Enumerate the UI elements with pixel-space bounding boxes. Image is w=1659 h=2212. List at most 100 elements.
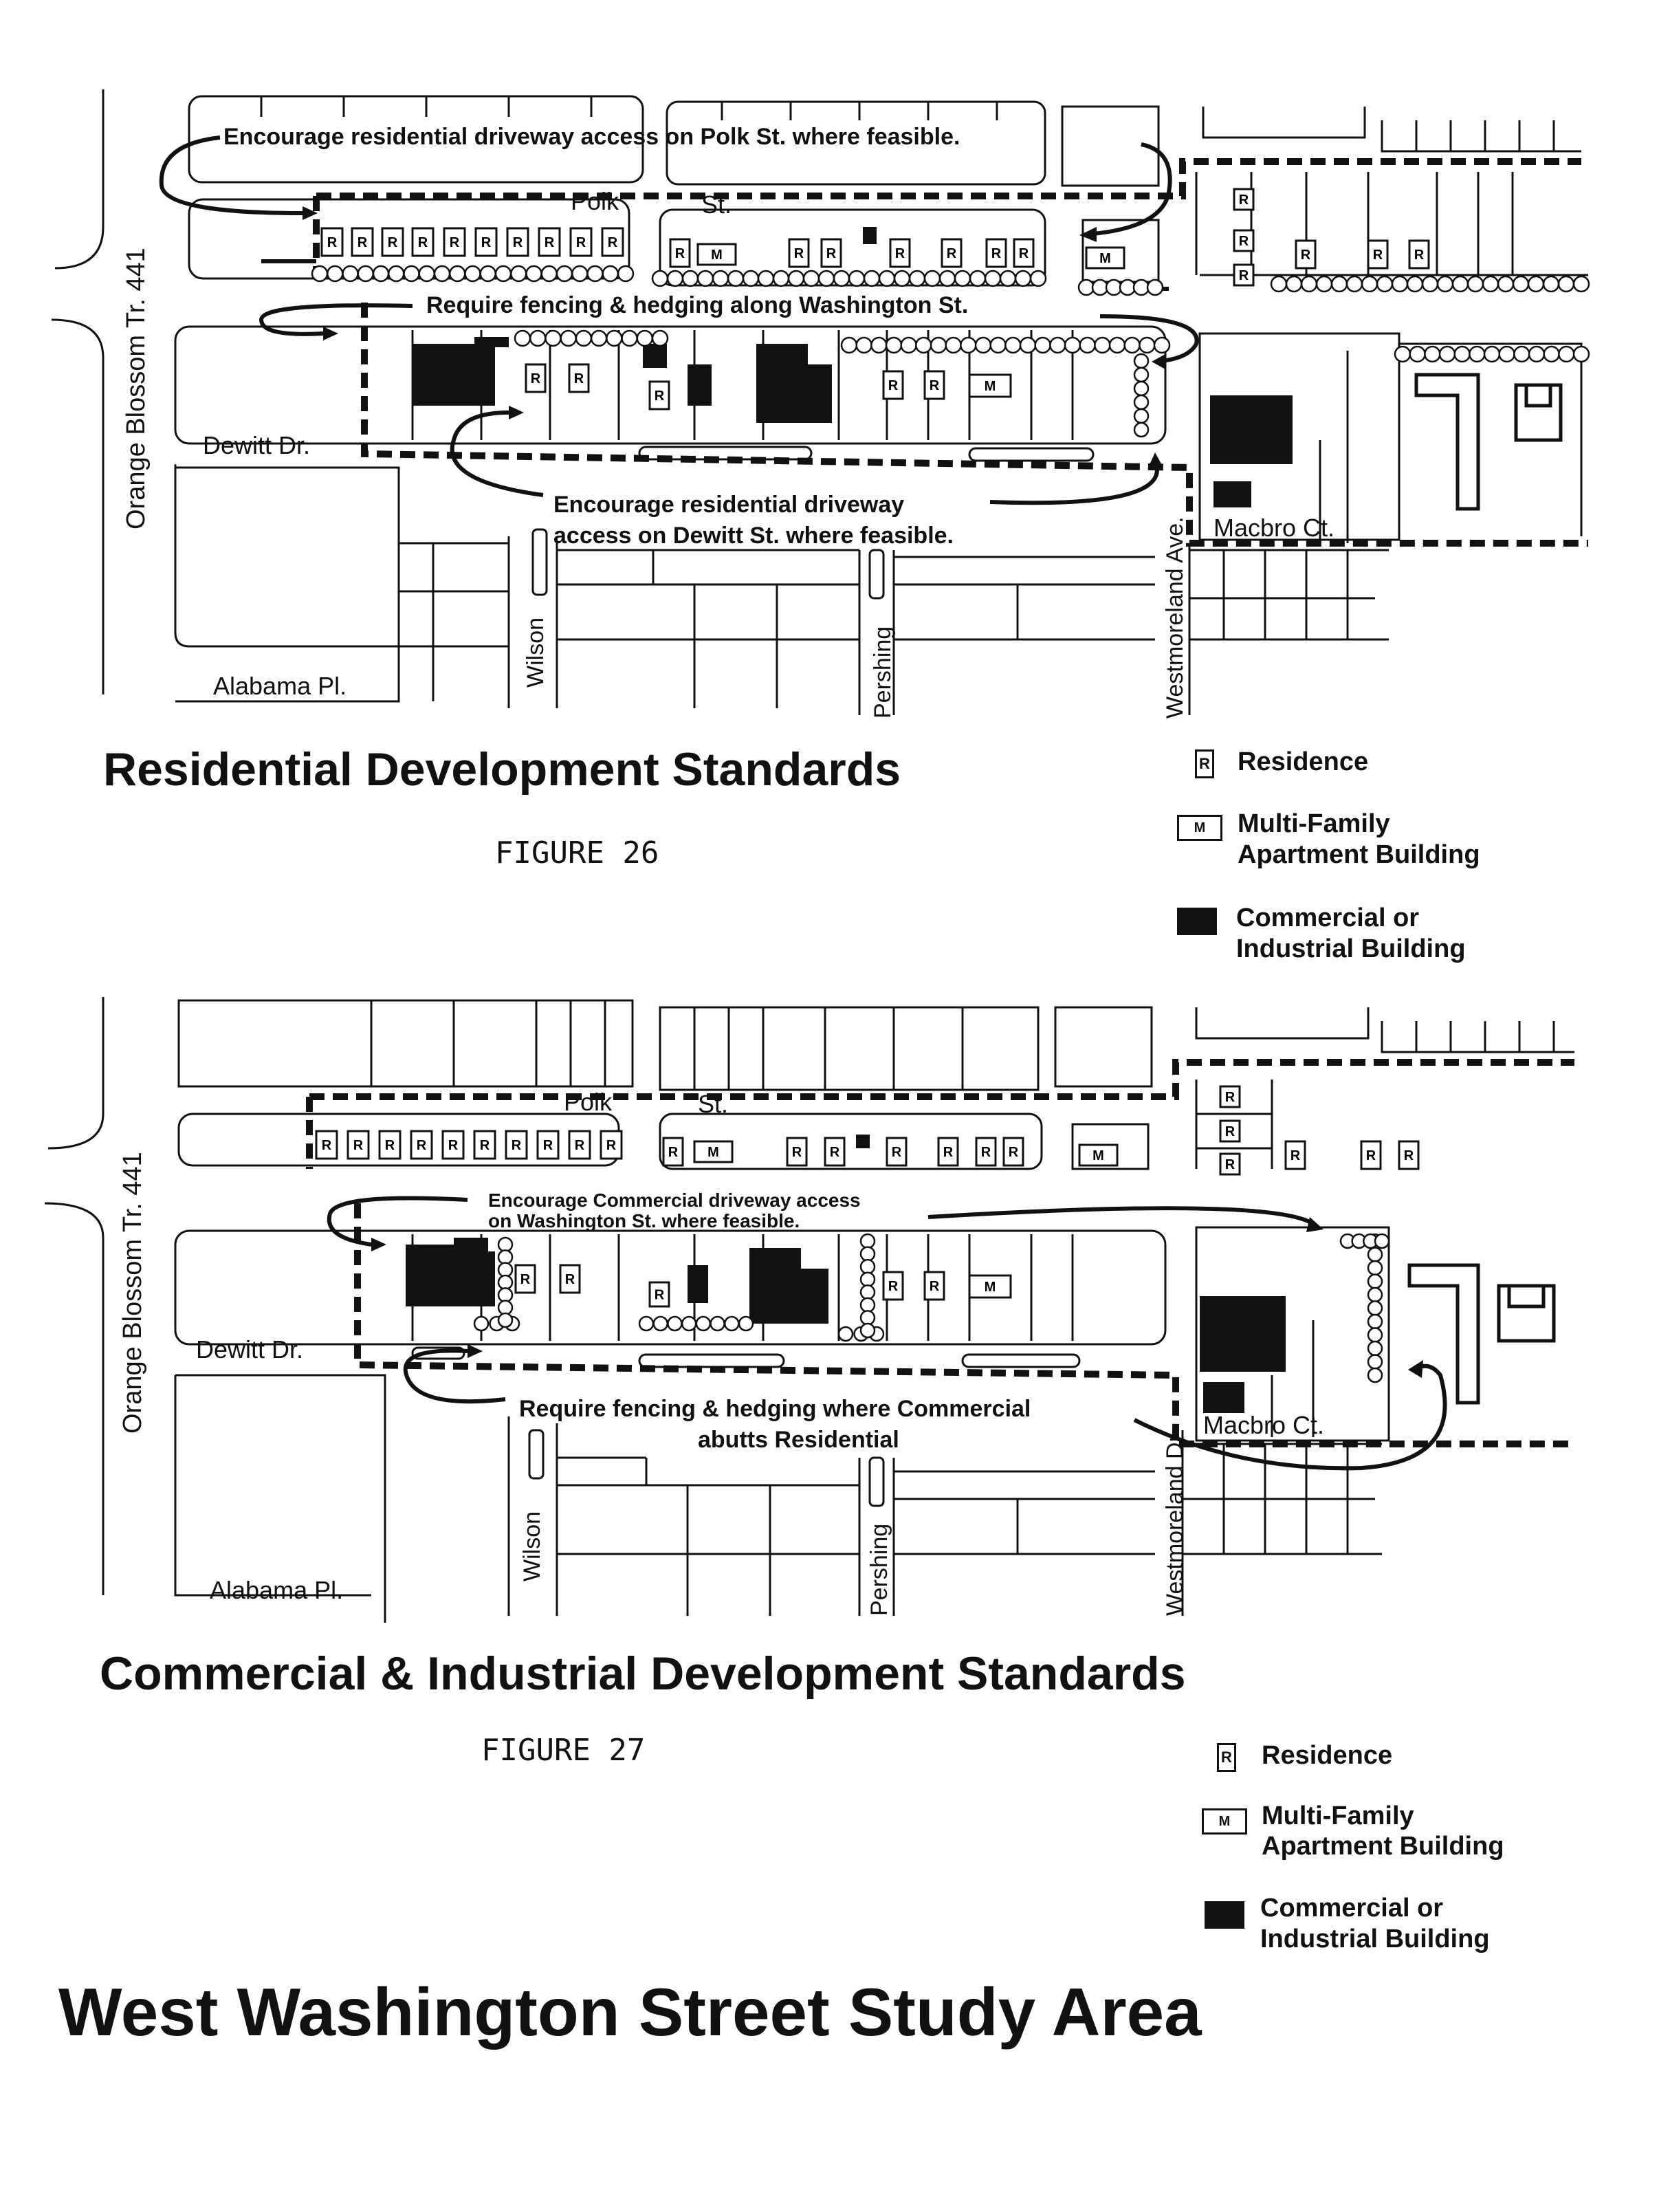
street-pershing: Pershing [870, 626, 896, 719]
multifamily-building: M [693, 1140, 734, 1163]
street-westmoreland: Westmoreland Ave. [1162, 516, 1188, 719]
hedge-shrub [1482, 275, 1499, 293]
residence-building: R [315, 1130, 338, 1160]
hedge-shrub [1064, 336, 1081, 354]
residence-building: R [669, 238, 691, 268]
svg-text:R: R [655, 1288, 665, 1303]
svg-text:R: R [574, 371, 584, 386]
residence-building: R [347, 1130, 370, 1160]
multifamily-building: M [1078, 1143, 1119, 1167]
commercial-building-icon [1177, 908, 1217, 935]
hedge-shrub [960, 336, 977, 354]
hedge-shrub [974, 336, 992, 354]
residence-building: R [1284, 1140, 1306, 1170]
annotation-fencing-1: Require fencing & hedging where Commerci… [519, 1396, 1031, 1422]
hedge-shrub [787, 270, 805, 287]
street-alabama-27: Alabama Pl. [210, 1576, 343, 1604]
annotation-commercial-access-2: on Washington St. where feasible. [488, 1210, 800, 1231]
residence-building: R [1219, 1152, 1241, 1176]
residence-building: R [410, 1130, 433, 1160]
hedge-shrub [1572, 275, 1590, 293]
hedge-shrub [859, 1310, 876, 1326]
hedge-shrub [651, 329, 669, 347]
orange-blossom-road-edge-2 [51, 318, 105, 694]
residence-building: R [601, 227, 624, 257]
hedge-shrub [342, 265, 359, 283]
hedge-shrub [1466, 275, 1484, 293]
legend-residence: Residence [1238, 747, 1369, 776]
svg-text:R: R [327, 235, 338, 250]
annotation-dewitt-access-2: access on Dewitt St. where feasible. [553, 523, 954, 549]
residence-building: R [569, 227, 593, 257]
svg-text:R: R [1225, 1157, 1235, 1172]
residence-building: R [882, 370, 904, 400]
hedge-shrub [859, 1233, 876, 1249]
hedge-shrub [859, 1297, 876, 1313]
svg-text:R: R [543, 1138, 553, 1153]
svg-text:R: R [512, 1138, 522, 1153]
svg-text:R: R [385, 1138, 395, 1153]
hedge-shrub [681, 1315, 697, 1332]
hedge-shrub [1453, 345, 1471, 363]
hedge-shrub [840, 336, 858, 354]
annotation-fencing-2: abutts Residential [698, 1427, 899, 1453]
orange-blossom-road-edge [54, 89, 105, 270]
hedge-shrub [1367, 1286, 1383, 1303]
svg-text:R: R [418, 235, 428, 250]
hedge-shrub [560, 329, 577, 347]
hedge-shrub [1285, 275, 1303, 293]
commercial-buildings-27 [406, 1135, 1286, 1413]
residence-building: R [1233, 188, 1255, 211]
hedge-shrub [893, 270, 911, 287]
hedge-shrub [1527, 275, 1545, 293]
residence-building: R [378, 1130, 402, 1160]
residence-icon-27: R [1217, 1743, 1236, 1772]
hedge-shrub [710, 1315, 725, 1332]
hedge-shrub [1029, 270, 1047, 287]
svg-text:R: R [513, 235, 523, 250]
hedge-shrub [999, 270, 1017, 287]
multifamily-icon: M [1177, 815, 1222, 841]
hedge-shrub [311, 265, 329, 283]
svg-text:R: R [576, 235, 586, 250]
annotation-polk-access: Encourage residential driveway access on… [223, 124, 960, 150]
street-orange-blossom: Orange Blossom Tr. 441 [122, 248, 151, 529]
residence-building: R [600, 1130, 623, 1160]
street-alabama: Alabama Pl. [213, 672, 347, 700]
hedge-shrub [1153, 336, 1171, 354]
multifamily-building: M [696, 243, 737, 266]
hedge-shrub [696, 270, 714, 287]
residence-building: R [351, 227, 374, 257]
svg-text:R: R [1404, 1148, 1414, 1163]
hedge-shrub [1367, 1260, 1383, 1276]
hedge-shrub [617, 265, 635, 283]
hedge-shrub [954, 270, 971, 287]
hedge-shrub [1543, 345, 1560, 363]
street-polk-st: St. [701, 190, 732, 219]
hedge-shrub [923, 270, 941, 287]
hedge-shrub [1077, 278, 1095, 296]
block-north-3 [1061, 105, 1160, 187]
hedge-shrub [497, 1236, 514, 1253]
residence-building: R [506, 227, 529, 257]
svg-text:R: R [675, 246, 685, 261]
hedge-shrub [859, 1258, 876, 1275]
hedge-shrub [497, 1312, 514, 1328]
hedge-shrub [1367, 1340, 1383, 1357]
annotation-dewitt-access-1: Encourage residential driveway [553, 492, 904, 518]
hedge-shrub [1542, 275, 1560, 293]
figure-27-label: FIGURE 27 [481, 1733, 646, 1768]
residence-building: R [648, 1281, 670, 1308]
residence-building: R [443, 227, 466, 257]
residence-building: R [648, 380, 670, 410]
figure-26-label: FIGURE 26 [495, 835, 659, 870]
hedge-shrub [1108, 336, 1126, 354]
hedge-shrub [510, 265, 527, 283]
residence-building: R [889, 238, 911, 268]
annotation-commercial-access-1: Encourage Commercial driveway access [488, 1190, 861, 1211]
svg-text:R: R [358, 235, 368, 250]
svg-text:R: R [606, 1138, 617, 1153]
svg-text:R: R [892, 1145, 902, 1160]
hedge-shrub [1139, 336, 1156, 354]
residence-building: R [937, 1137, 959, 1167]
